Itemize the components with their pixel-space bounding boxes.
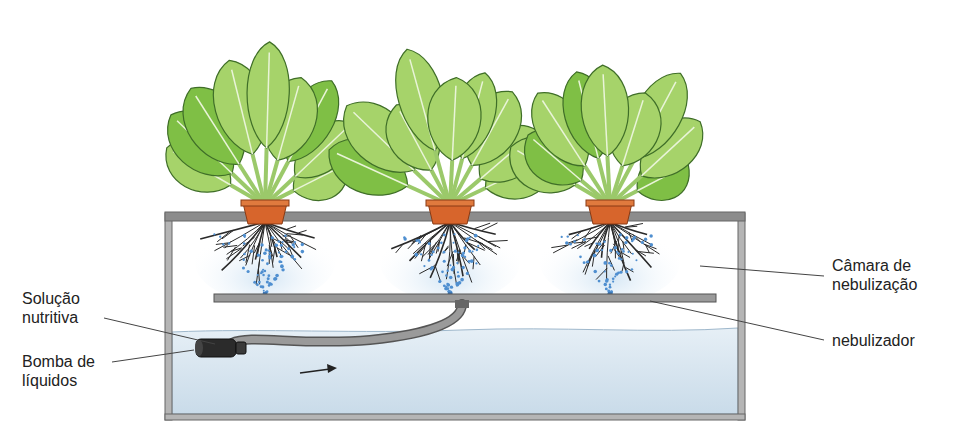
- part-label: Bomba de líquidos: [22, 352, 112, 390]
- tank: [165, 212, 745, 420]
- roots: [391, 222, 507, 286]
- spray: [403, 233, 479, 302]
- part-label: Solução nutritiva: [22, 289, 107, 327]
- plant: [153, 41, 366, 226]
- plant: [318, 43, 563, 229]
- spray: [213, 233, 304, 302]
- part-label: nebulizador: [832, 331, 952, 350]
- hose: [232, 304, 462, 343]
- mist: [380, 222, 520, 302]
- roots: [551, 222, 659, 282]
- plant: [498, 62, 716, 227]
- spray: [561, 233, 654, 302]
- pump: [195, 339, 246, 357]
- mist: [195, 222, 335, 302]
- flow-arrow: [300, 364, 337, 373]
- hose: [232, 304, 462, 343]
- roots: [200, 222, 316, 285]
- part-label: Câmara de nebulização: [832, 256, 952, 294]
- leader-lines: [104, 266, 824, 362]
- nozzle: [455, 300, 469, 308]
- mist: [540, 222, 680, 302]
